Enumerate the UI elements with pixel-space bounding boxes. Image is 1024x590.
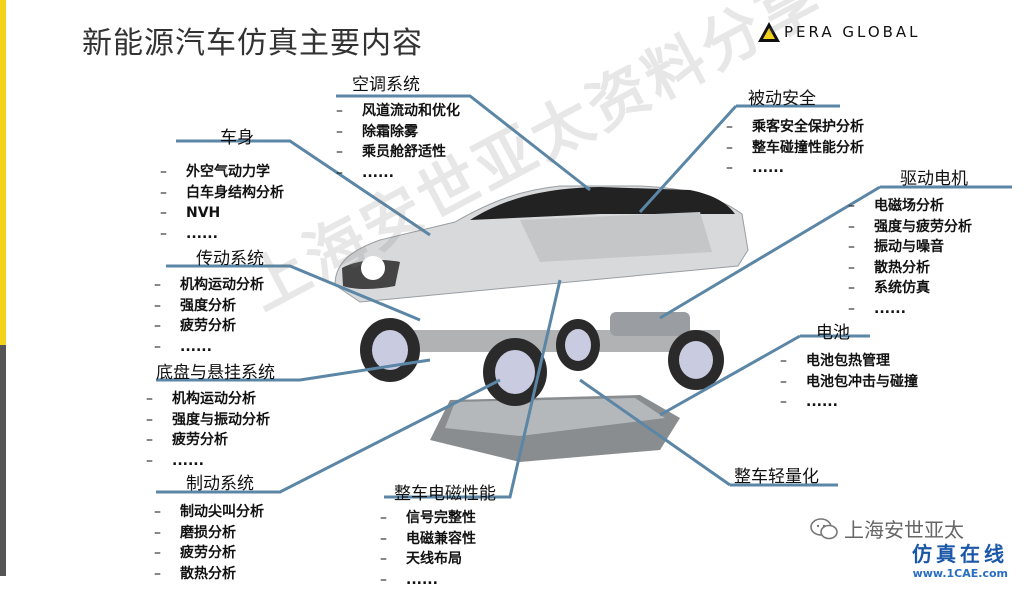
list-item: –疲劳分析 [146, 430, 275, 451]
site-name: 仿真在线 [912, 538, 1008, 567]
list-item: –...... [780, 392, 918, 413]
list-item: –电磁场分析 [848, 196, 972, 217]
item-list: –电池包热管理 –电池包冲击与碰撞 –...... [780, 351, 918, 413]
list-item: –电池包热管理 [780, 351, 918, 372]
section-emc: 整车电磁性能 –信号完整性 –电磁兼容性 –天线布局 –...... [380, 479, 496, 590]
list-item: –...... [726, 158, 864, 179]
item-list: –机构运动分析 –强度与振动分析 –疲劳分析 –...... [146, 389, 275, 471]
wechat-icon [810, 518, 838, 540]
list-item: –强度与振动分析 [146, 410, 275, 431]
list-item: –天线布局 [380, 549, 496, 570]
list-item: –散热分析 [848, 258, 972, 279]
item-list: –乘客安全保护分析 –整车碰撞性能分析 –...... [726, 117, 864, 179]
section-brake: 制动系统 –制动尖叫分析 –磨损分析 –疲劳分析 –散热分析 [154, 469, 264, 584]
list-item: –乘客安全保护分析 [726, 117, 864, 138]
list-item: –机构运动分析 [154, 275, 264, 296]
section-title: 底盘与悬挂系统 [146, 358, 275, 383]
list-item: –整车碰撞性能分析 [726, 138, 864, 159]
list-item: –疲劳分析 [154, 543, 264, 564]
list-item: –...... [848, 299, 972, 320]
list-item: –NVH [160, 203, 284, 224]
section-drive-motor: 驱动电机 –电磁场分析 –强度与疲劳分析 –振动与噪音 –散热分析 –系统仿真 … [848, 164, 972, 319]
site-url[interactable]: www.1CAE.com [912, 567, 1008, 580]
list-item: –外空气动力学 [160, 162, 284, 183]
list-item: –乘员舱舒适性 [336, 142, 460, 163]
section-title: 整车轻量化 [734, 462, 819, 487]
item-list: –风道流动和优化 –除霜除雾 –乘员舱舒适性 –...... [336, 101, 460, 183]
section-transmission: 传动系统 –机构运动分析 –强度分析 –疲劳分析 –...... [154, 244, 264, 357]
list-item: –信号完整性 [380, 508, 496, 529]
list-item: –...... [146, 451, 275, 472]
item-list: –信号完整性 –电磁兼容性 –天线布局 –...... [380, 508, 496, 590]
section-title: 被动安全 [726, 84, 864, 109]
list-item: –...... [336, 163, 460, 184]
list-item: –风道流动和优化 [336, 101, 460, 122]
section-title: 电池 [780, 318, 918, 343]
section-title: 整车电磁性能 [380, 479, 496, 504]
item-list: –电磁场分析 –强度与疲劳分析 –振动与噪音 –散热分析 –系统仿真 –....… [848, 196, 972, 319]
list-item: –散热分析 [154, 564, 264, 585]
list-item: –电磁兼容性 [380, 529, 496, 550]
list-item: –机构运动分析 [146, 389, 275, 410]
list-item: –疲劳分析 [154, 316, 264, 337]
list-item: –电池包冲击与碰撞 [780, 372, 918, 393]
section-battery: 电池 –电池包热管理 –电池包冲击与碰撞 –...... [780, 318, 918, 413]
list-item: –除霜除雾 [336, 122, 460, 143]
list-item: –强度分析 [154, 296, 264, 317]
list-item: –...... [154, 337, 264, 358]
list-item: –磨损分析 [154, 523, 264, 544]
section-title: 空调系统 [336, 70, 460, 95]
list-item: –制动尖叫分析 [154, 502, 264, 523]
section-lightweight: 整车轻量化 [734, 462, 819, 487]
item-list: –制动尖叫分析 –磨损分析 –疲劳分析 –散热分析 [154, 502, 264, 584]
list-item: –强度与疲劳分析 [848, 217, 972, 238]
item-list: –机构运动分析 –强度分析 –疲劳分析 –...... [154, 275, 264, 357]
section-passive-safety: 被动安全 –乘客安全保护分析 –整车碰撞性能分析 –...... [726, 84, 864, 179]
list-item: –...... [160, 224, 284, 245]
item-list: –外空气动力学 –白车身结构分析 –NVH –...... [160, 162, 284, 244]
section-title: 制动系统 [154, 469, 264, 494]
list-item: –振动与噪音 [848, 237, 972, 258]
section-ac: 空调系统 –风道流动和优化 –除霜除雾 –乘员舱舒适性 –...... [336, 70, 460, 183]
site-branding: 仿真在线 www.1CAE.com [912, 538, 1008, 580]
connector-emc [384, 280, 560, 497]
section-title: 车身 [160, 123, 284, 148]
battery-pack-image [430, 395, 680, 462]
section-title: 驱动电机 [848, 164, 972, 189]
list-item: –...... [380, 570, 496, 590]
section-title: 传动系统 [154, 244, 264, 269]
section-body: 车身 –外空气动力学 –白车身结构分析 –NVH –...... [160, 123, 284, 244]
list-item: –白车身结构分析 [160, 183, 284, 204]
section-chassis-suspension: 底盘与悬挂系统 –机构运动分析 –强度与振动分析 –疲劳分析 –...... [146, 358, 275, 471]
list-item: –系统仿真 [848, 278, 972, 299]
chassis-image [390, 312, 720, 352]
